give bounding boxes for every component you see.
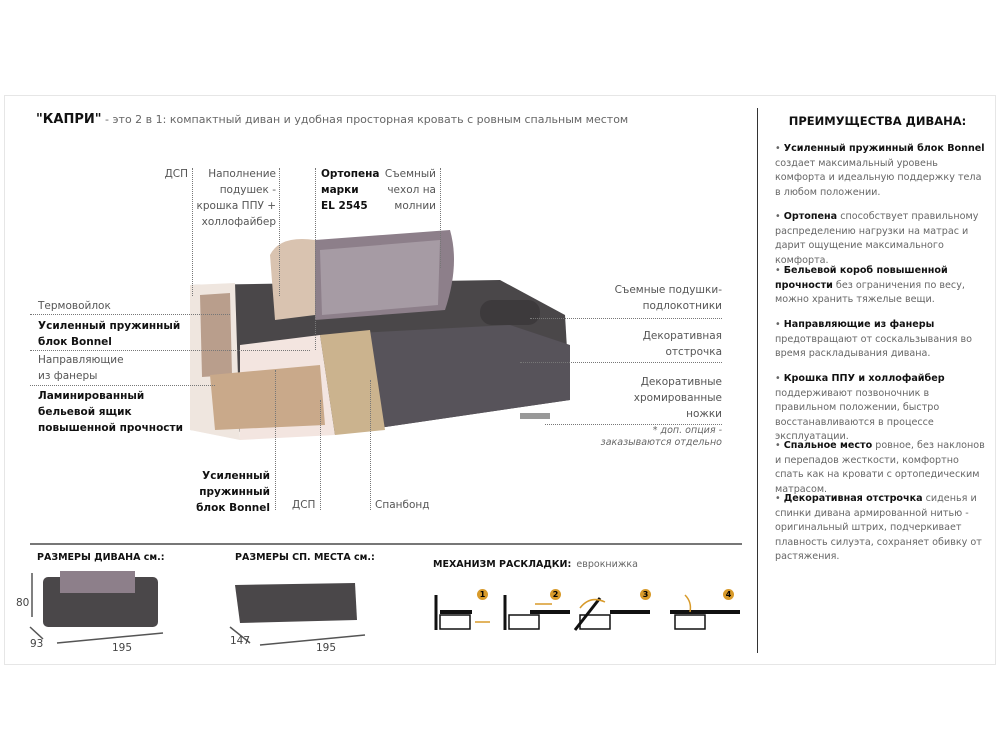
advantage-item: • Крошка ППУ и холлофайбер поддерживают … [775, 373, 945, 442]
advantage-item: • Декоративная отстрочка сиденья и спинк… [775, 493, 982, 562]
callout-dsp-bottom: ДСП [292, 499, 316, 511]
advantage-item: • Спальное место ровное, без наклонов и … [775, 440, 985, 495]
callout-armrests: Съемные подушки-подлокотники [614, 284, 722, 312]
advantages-title: ПРЕИМУЩЕСТВА ДИВАНА: [788, 114, 967, 128]
vertical-divider [757, 108, 758, 653]
advantage-item: • Направляющие из фанеры предотвращают о… [775, 319, 973, 359]
step-badge: 2 [550, 589, 561, 600]
bed-depth: 147 [230, 635, 251, 647]
sofa-cutaway-illustration [190, 230, 570, 440]
bed-width: 195 [316, 642, 337, 654]
mechanism-label: МЕХАНИЗМ РАСКЛАДКИ: еврокнижка [433, 559, 638, 570]
sofa-dimensions-title: РАЗМЕРЫ ДИВАНА см.: [37, 552, 165, 563]
advantage-item: • Бельевой короб повышенной прочности бе… [775, 265, 965, 305]
step-badge: 1 [477, 589, 488, 600]
bed-dimensions-illustration [229, 583, 366, 646]
mechanism-steps-illustration [434, 594, 740, 631]
callout-legs-note: * доп. опция -заказываются отдельно [600, 425, 722, 448]
sofa-width: 195 [112, 642, 133, 654]
intro: "КАПРИ" - это 2 в 1: компактный диван и … [36, 112, 629, 127]
callout-dsp-top: ДСП [164, 168, 188, 180]
bed-dimensions-title: РАЗМЕРЫ СП. МЕСТА см.: [235, 552, 375, 563]
advantage-item: • Ортопена способствует правильному расп… [775, 211, 979, 266]
callout-spunbond: Спанбонд [375, 499, 430, 511]
advantage-item: • Усиленный пружинный блок Bonnel создае… [775, 143, 985, 198]
callout-thermo: Термовойлок [38, 300, 111, 312]
step-badge: 4 [723, 589, 734, 600]
step-badge: 3 [640, 589, 651, 600]
sofa-height: 80 [16, 597, 30, 609]
sofa-depth: 93 [30, 638, 44, 650]
horizontal-divider [30, 543, 742, 545]
sofa-dimensions-illustration [29, 571, 164, 644]
